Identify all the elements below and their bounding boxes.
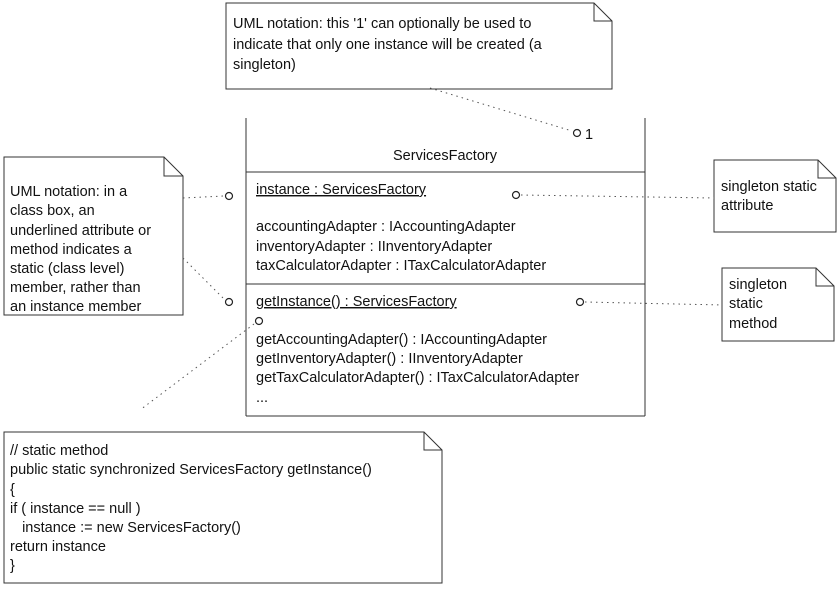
connector-attribute-note [520,194,715,199]
note-top: UML notation: this '1' can optionally be… [225,2,613,90]
note-right-attribute: singleton static attribute [713,159,837,233]
connector-code-note [139,323,255,411]
code-line-4: if ( instance == null ) [10,501,141,517]
anchor-left-method [224,297,234,307]
note-attr-line-1: singleton static [721,179,817,195]
note-top-line-2: indicate that only one instance will be … [233,37,543,53]
note-method-line-2: static [729,296,763,312]
note-top-line-1: UML notation: this '1' can optionally be… [233,16,531,32]
method-get-tax-calculator: getTaxCalculatorAdapter() : ITaxCalculat… [256,370,579,386]
anchor-code-note [254,316,264,326]
note-code: // static method public static synchroni… [3,431,443,584]
code-line-3: { [10,482,15,498]
code-line-1: // static method [10,443,108,459]
static-attribute: instance : ServicesFactory [256,182,427,198]
note-attr-line-2: attribute [721,198,773,214]
class-name: ServicesFactory [393,148,498,164]
anchor-right-method [575,297,585,307]
connector-left-attribute [182,195,225,199]
method-ellipsis: ... [256,390,268,406]
code-line-7: } [10,558,15,574]
multiplicity-label: 1 [585,127,593,143]
note-left-line-5: static (class level) [10,261,124,277]
attribute-accounting: accountingAdapter : IAccountingAdapter [256,219,516,235]
connector-left-method [182,257,225,300]
attribute-inventory: inventoryAdapter : IInventoryAdapter [256,239,492,255]
class-box: ServicesFactory instance : ServicesFacto… [245,118,646,417]
anchor-points [224,128,585,326]
method-get-accounting: getAccountingAdapter() : IAccountingAdap… [256,332,547,348]
anchor-right-attribute [511,190,521,200]
note-top-line-3: singleton) [233,57,296,73]
note-left-line-4: method indicates a [10,242,133,258]
attribute-tax-calculator: taxCalculatorAdapter : ITaxCalculatorAda… [256,258,546,274]
connector-method-note [584,301,723,306]
code-line-6: return instance [10,539,106,555]
note-right-method: singleton static method [721,267,835,342]
note-method-line-1: singleton [729,277,787,293]
method-get-inventory: getInventoryAdapter() : IInventoryAdapte… [256,351,523,367]
note-left-line-3: underlined attribute or [10,223,151,239]
note-left-line-2: class box, an [10,203,95,219]
anchor-multiplicity [572,128,582,138]
note-left: UML notation: in a class box, an underli… [3,156,184,316]
note-method-line-3: method [729,316,777,332]
anchor-left-attribute [224,191,234,201]
code-line-5: instance := new ServicesFactory() [10,520,241,536]
static-method: getInstance() : ServicesFactory [256,294,457,310]
note-left-line-7: an instance member [10,299,142,315]
note-connectors [139,87,723,411]
code-line-2: public static synchronized ServicesFacto… [10,462,372,478]
note-left-line-1: UML notation: in a [10,184,128,200]
note-left-line-6: member, rather than [10,280,141,296]
